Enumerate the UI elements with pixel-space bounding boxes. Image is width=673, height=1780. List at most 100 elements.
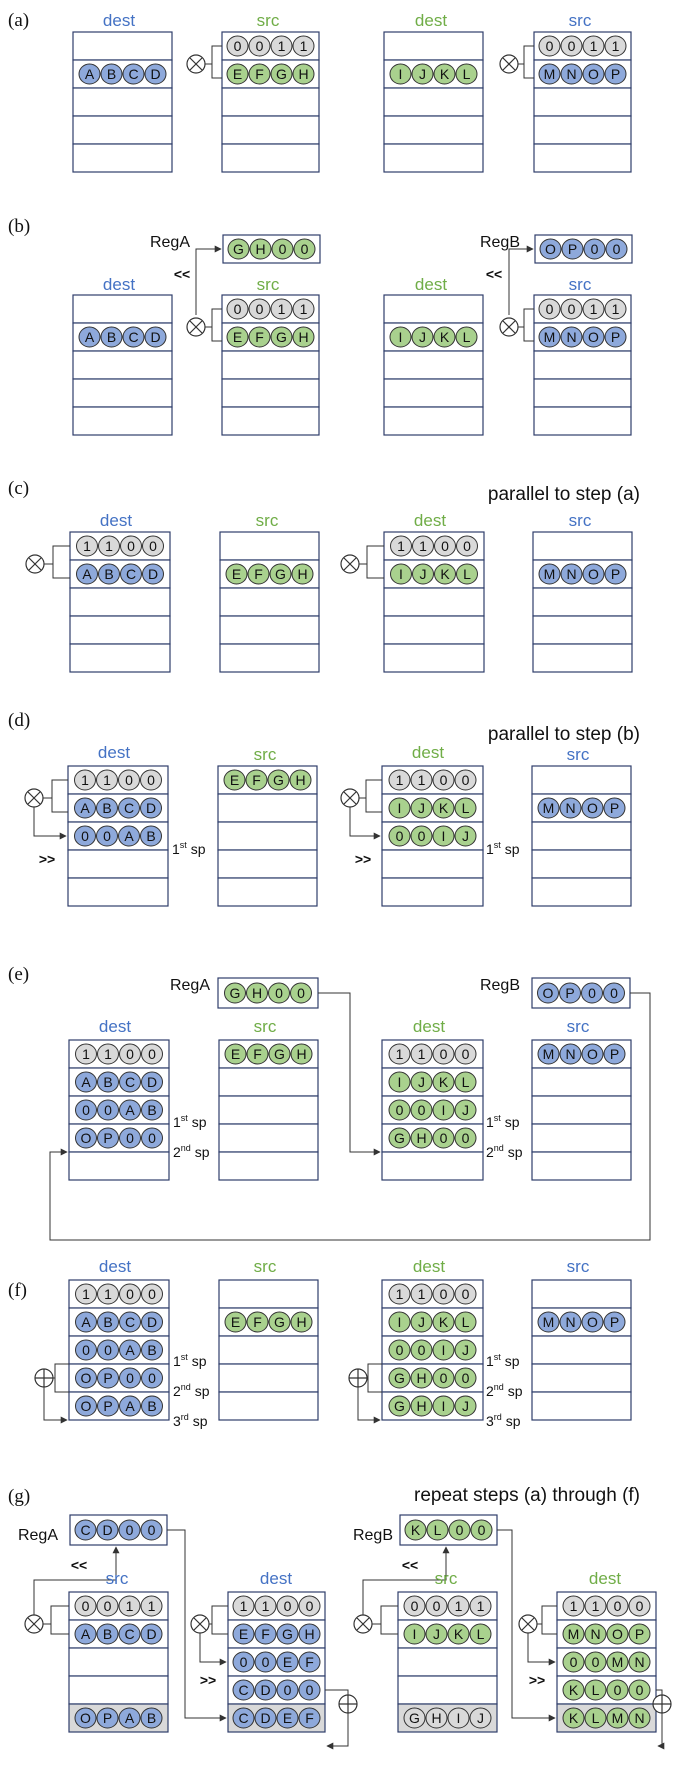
table-row	[533, 378, 632, 408]
cell-value: 0	[306, 1682, 314, 1698]
cell-value: A	[81, 1314, 91, 1330]
table-row	[218, 1067, 319, 1097]
cell-value: 0	[148, 1286, 156, 1302]
cell-oval	[74, 769, 96, 791]
cell-value: E	[239, 1626, 248, 1642]
src-table-f-left	[218, 1279, 319, 1421]
cell-oval	[248, 63, 271, 85]
cell-oval	[582, 326, 605, 348]
cell-oval	[581, 1043, 604, 1065]
operand-bracket	[380, 1605, 398, 1635]
cell-value: 0	[462, 1286, 470, 1302]
cell-oval	[271, 238, 294, 260]
cell-value: H	[255, 241, 265, 257]
cell-oval	[276, 1707, 299, 1729]
cell-value: A	[85, 329, 95, 345]
cell-value: 1	[590, 301, 598, 317]
cell-value: H	[431, 1710, 441, 1726]
cell-oval	[118, 1707, 141, 1729]
cell-oval	[120, 563, 142, 585]
cell-value: 0	[148, 1370, 156, 1386]
table-row	[217, 849, 318, 879]
cell-value: H	[295, 772, 305, 788]
cell-value: 1	[126, 1598, 134, 1614]
cell-value: 1	[397, 538, 405, 554]
operand-bracket	[325, 1689, 349, 1695]
cell-value: 0	[440, 772, 448, 788]
cell-value: M	[612, 1654, 624, 1670]
cell-oval	[537, 1311, 560, 1333]
cell-value: 1	[570, 1598, 578, 1614]
cell-value: E	[231, 1314, 240, 1330]
cell-value: 0	[262, 1654, 270, 1670]
cell-value: E	[283, 1710, 292, 1726]
cell-value: K	[439, 1074, 449, 1090]
cell-oval	[425, 1595, 448, 1617]
cell-value: 0	[297, 985, 305, 1001]
table-row	[68, 1647, 169, 1677]
cell-oval	[537, 1043, 560, 1065]
cell-value: F	[253, 1046, 262, 1062]
cell-oval	[141, 1127, 163, 1149]
add-icon	[338, 1694, 358, 1714]
cell-value: E	[283, 1654, 292, 1670]
cell-oval	[75, 1283, 97, 1305]
cell-value: A	[125, 1398, 135, 1414]
cell-oval	[628, 1707, 651, 1729]
src-title: src	[257, 11, 280, 30]
cell-value: E	[233, 66, 242, 82]
src-table-e-left	[218, 1039, 319, 1181]
cell-oval	[75, 1367, 97, 1389]
cell-value: H	[297, 566, 307, 582]
cell-oval	[560, 563, 583, 585]
cell-oval	[119, 1043, 141, 1065]
cell-value: C	[124, 1626, 134, 1642]
cell-oval	[388, 797, 411, 819]
cell-value: F	[305, 1710, 314, 1726]
cell-value: 1	[396, 1046, 404, 1062]
cell-oval	[432, 1367, 455, 1389]
cell-value: B	[103, 1074, 112, 1090]
cell-value: H	[252, 985, 262, 1001]
cell-oval	[454, 769, 477, 791]
cell-oval	[120, 535, 142, 557]
cell-oval	[403, 1595, 426, 1617]
cell-oval	[469, 1595, 492, 1617]
cell-oval	[276, 1651, 299, 1673]
cell-oval	[388, 769, 411, 791]
cell-oval	[604, 298, 627, 320]
cell-value: 0	[546, 301, 554, 317]
cell-oval	[606, 1623, 629, 1645]
cell-oval	[559, 797, 582, 819]
cell-oval	[119, 1099, 141, 1121]
cell-oval	[538, 35, 561, 57]
shift-arrow	[195, 245, 222, 315]
cell-value: G	[394, 1370, 405, 1386]
table-row	[383, 406, 484, 436]
table-row	[218, 1335, 319, 1365]
table-row	[531, 821, 632, 851]
cell-value: H	[298, 329, 308, 345]
cell-value: 1	[81, 772, 89, 788]
cell-oval	[140, 1623, 163, 1645]
cell-value: J	[418, 1074, 425, 1090]
cell-oval	[404, 1519, 427, 1541]
cell-value: 0	[234, 38, 242, 54]
stride-label: 2nd sp	[173, 1143, 210, 1160]
cell-value: 0	[104, 1598, 112, 1614]
cell-value: B	[107, 66, 116, 82]
dest-title: dest	[99, 1017, 131, 1036]
cell-oval	[604, 326, 627, 348]
table-row	[531, 1067, 632, 1097]
src-title: src	[569, 511, 592, 530]
cell-oval	[75, 1127, 97, 1149]
cell-oval	[96, 825, 118, 847]
cell-oval	[456, 563, 478, 585]
cell-value: L	[463, 566, 471, 582]
cell-value: D	[146, 1626, 156, 1642]
